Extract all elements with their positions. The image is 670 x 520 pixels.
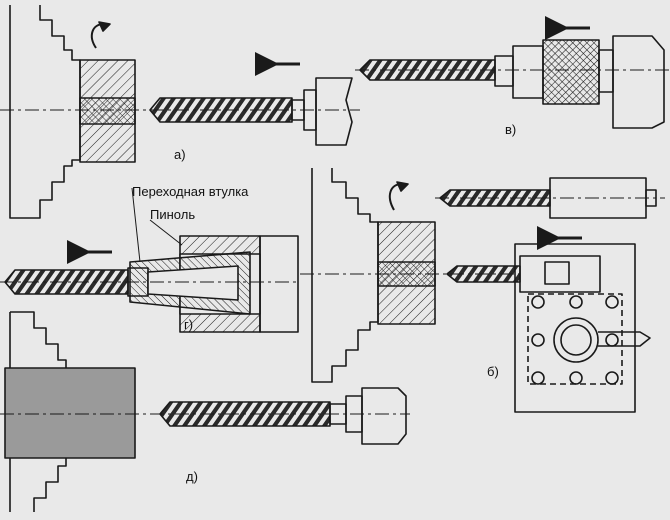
label-figure-a: а): [174, 147, 186, 162]
label-quill: Пиноль: [150, 207, 196, 222]
label-adapter-sleeve: Переходная втулка: [132, 184, 249, 199]
drill-taper-d: [361, 387, 407, 445]
toolpost-bolts-b: [531, 295, 619, 385]
toolpost-plate-b: [514, 243, 636, 413]
label-figure-g: г): [184, 317, 194, 332]
figure-v-drill-in-key-chuck: [359, 16, 665, 129]
toolpost-handle-b: [598, 331, 651, 347]
drilled-hole-a: [79, 97, 136, 125]
axis-lines: [0, 69, 670, 415]
chuck-knurl-v: [542, 39, 600, 105]
toolpost-bore-b: [553, 317, 599, 363]
toolpost-bore-inner-b: [560, 324, 592, 356]
leader-quill: [149, 219, 183, 246]
tailstock-housing-g: [259, 235, 299, 333]
label-figure-b: б): [487, 364, 499, 379]
figure-b-drill-in-toolpost: [311, 168, 657, 413]
chuck-body-v: [512, 45, 544, 99]
chuck-nose-v: [494, 55, 514, 87]
holder-b-slot: [544, 261, 570, 285]
taper-shank-g: [147, 265, 239, 301]
figure-g-taper-sleeve-quill: [4, 187, 299, 333]
chuck-jaws-d-lower: [33, 458, 67, 512]
chuck-jaws-b: [311, 168, 379, 383]
label-figure-d: д): [186, 469, 198, 484]
chuck-shank-v: [598, 49, 614, 93]
label-figure-v: в): [505, 122, 517, 137]
workpiece-d: [4, 367, 136, 459]
leader-sleeve: [131, 187, 141, 263]
figure-d-taper-shank-drill: [4, 311, 407, 512]
rotation-arrowhead-a: [98, 21, 111, 32]
chuck-jaws-a: [9, 5, 81, 219]
spindle-v: [612, 35, 665, 129]
rotation-arrowhead-b: [396, 181, 409, 192]
tailstock-a: [315, 77, 353, 146]
